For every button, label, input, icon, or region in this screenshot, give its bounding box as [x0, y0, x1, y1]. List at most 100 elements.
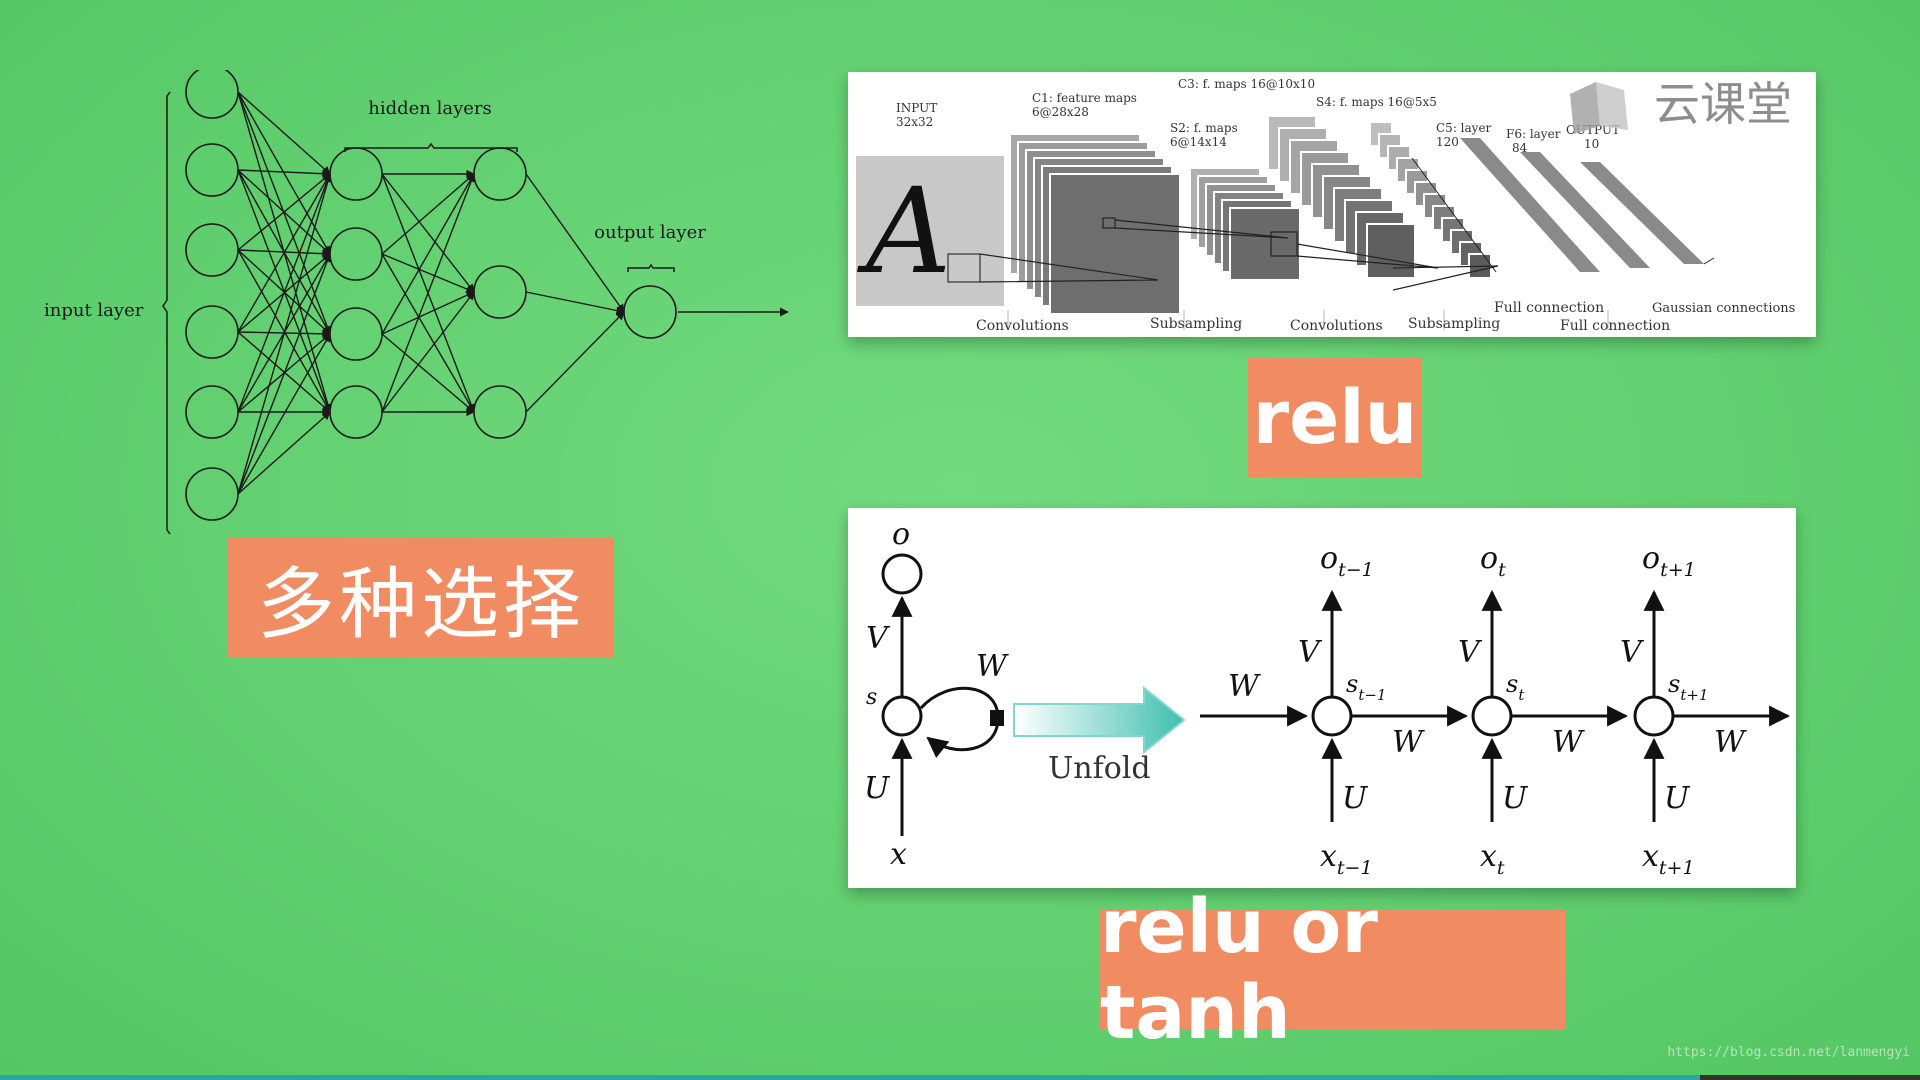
network-node	[623, 285, 677, 339]
unfold-label: Unfold	[1048, 751, 1151, 786]
network-node	[329, 307, 383, 361]
lenet-s2-label: S2: f. maps	[1170, 121, 1238, 135]
network-edge	[237, 331, 331, 413]
lenet-s4-stack	[1369, 121, 1492, 279]
lenet-input-size: 32x32	[896, 115, 933, 129]
rnn-w-label: W	[1714, 725, 1747, 760]
lenet-input-image	[856, 156, 1004, 306]
lenet-conv2-projection	[1296, 243, 1439, 269]
network-edge	[381, 333, 475, 413]
hidden-layers-label: hidden layers	[368, 98, 492, 119]
network-node	[473, 385, 527, 439]
bottom-bar-segment	[1700, 1075, 1920, 1080]
url-watermark: https://blog.csdn.net/lanmengyi	[1667, 1045, 1910, 1060]
lenet-c3-stack	[1267, 115, 1416, 279]
rnn-folded-w-label: W	[976, 649, 1009, 684]
cnn-activation-text: relu	[1252, 375, 1418, 461]
rnn-output-label: ot	[1480, 541, 1506, 581]
lenet-input-window	[947, 253, 981, 283]
network-connections	[237, 91, 625, 495]
lenet-s2-stack	[1189, 167, 1301, 281]
network-edge	[525, 173, 625, 313]
network-node	[473, 147, 527, 201]
lenet-sub2-label: Subsampling	[1408, 316, 1500, 332]
network-edge	[525, 291, 625, 315]
network-edge	[381, 291, 475, 413]
rnn-state-label-subscript: t	[1518, 686, 1525, 704]
output-layer-label: output layer	[594, 222, 706, 243]
lenet-output-layer	[1580, 162, 1704, 264]
rnn-output-label: ot+1	[1642, 541, 1696, 581]
ann-activation-text: 多种选择	[256, 560, 585, 650]
rnn-state-label-subscript: t−1	[1358, 686, 1386, 704]
lenet-input-glyph: A	[857, 162, 951, 300]
rnn-recurrent-loop	[919, 686, 1000, 758]
lenet-c1-label: C1: feature maps	[1032, 91, 1137, 105]
lenet-conv2-label: Convolutions	[1290, 318, 1383, 334]
network-edge	[237, 173, 331, 333]
network-edge	[237, 169, 332, 413]
network-edge	[237, 91, 332, 335]
lenet-input-label: INPUT	[896, 101, 937, 115]
rnn-folded-output-node	[881, 553, 923, 595]
network-edge	[237, 91, 331, 175]
lenet-full1-label: Full connection	[1494, 300, 1604, 316]
output-layer-brace	[627, 263, 675, 272]
rnn-output-label-subscript: t	[1498, 559, 1506, 581]
rnn-incoming-w-label: W	[1228, 669, 1261, 704]
input-layer-bracket	[162, 91, 171, 535]
lenet-cnn-diagram: A	[856, 77, 1795, 334]
rnn-output-label: ot−1	[1320, 541, 1374, 581]
network-edge	[381, 173, 476, 413]
lenet-f6-layer	[1520, 152, 1650, 268]
network-edge	[237, 173, 331, 251]
network-edge	[237, 249, 331, 413]
rnn-v-label: V	[1298, 635, 1323, 670]
rnn-v-label: V	[1620, 635, 1645, 670]
lenet-gauss-label: Gaussian connections	[1652, 301, 1795, 316]
network-node	[185, 305, 239, 359]
rnn-input-label-subscript: t−1	[1337, 857, 1373, 879]
rnn-folded-state-node	[881, 695, 923, 737]
lenet-c3-map	[1366, 223, 1416, 279]
network-edge	[237, 173, 332, 495]
rnn-state-label: st−1	[1346, 670, 1386, 704]
rnn-input-label: xt−1	[1320, 839, 1373, 879]
ann-activation-tag: 多种选择	[228, 538, 614, 658]
rnn-w-label: W	[1552, 725, 1585, 760]
lenet-c5-layer	[1460, 138, 1600, 272]
rnn-u-label: U	[1664, 781, 1691, 816]
rnn-folded-x-label: x	[890, 837, 907, 872]
lenet-full2-label: Full connection	[1560, 318, 1670, 334]
rnn-state-node	[1633, 695, 1675, 737]
cnn-activation-tag: relu	[1248, 358, 1422, 478]
yunketang-logo: 云课堂	[1570, 77, 1792, 134]
network-edge	[237, 253, 332, 495]
network-node	[185, 143, 239, 197]
network-edge	[237, 333, 331, 495]
network-edge	[237, 169, 331, 178]
network-node	[329, 147, 383, 201]
rnn-state-label-subscript: t+1	[1680, 686, 1708, 704]
lenet-s4-label: S4: f. maps 16@5x5	[1316, 95, 1437, 109]
network-node	[329, 227, 383, 281]
rnn-state-label: st	[1506, 670, 1525, 704]
lenet-c5-size: 120	[1436, 135, 1459, 149]
rnn-folded	[881, 553, 1004, 836]
network-edge	[381, 253, 475, 293]
rnn-state-node	[1471, 695, 1513, 737]
network-node	[329, 385, 383, 439]
rnn-folded-v-label: V	[866, 621, 891, 656]
rnn-input-label-subscript: t+1	[1659, 857, 1695, 879]
lenet-c1-size: 6@28x28	[1032, 105, 1089, 119]
unfold-arrow-icon	[1013, 685, 1186, 755]
rnn-folded-s-label: s	[866, 685, 877, 710]
network-node	[185, 467, 239, 521]
rnn-activation-tag: relu or tanh	[1100, 884, 1566, 1056]
network-edge	[381, 291, 475, 335]
rnn-output-label-subscript: t−1	[1338, 559, 1374, 581]
rnn-u-label: U	[1502, 781, 1529, 816]
network-edge	[237, 173, 332, 413]
